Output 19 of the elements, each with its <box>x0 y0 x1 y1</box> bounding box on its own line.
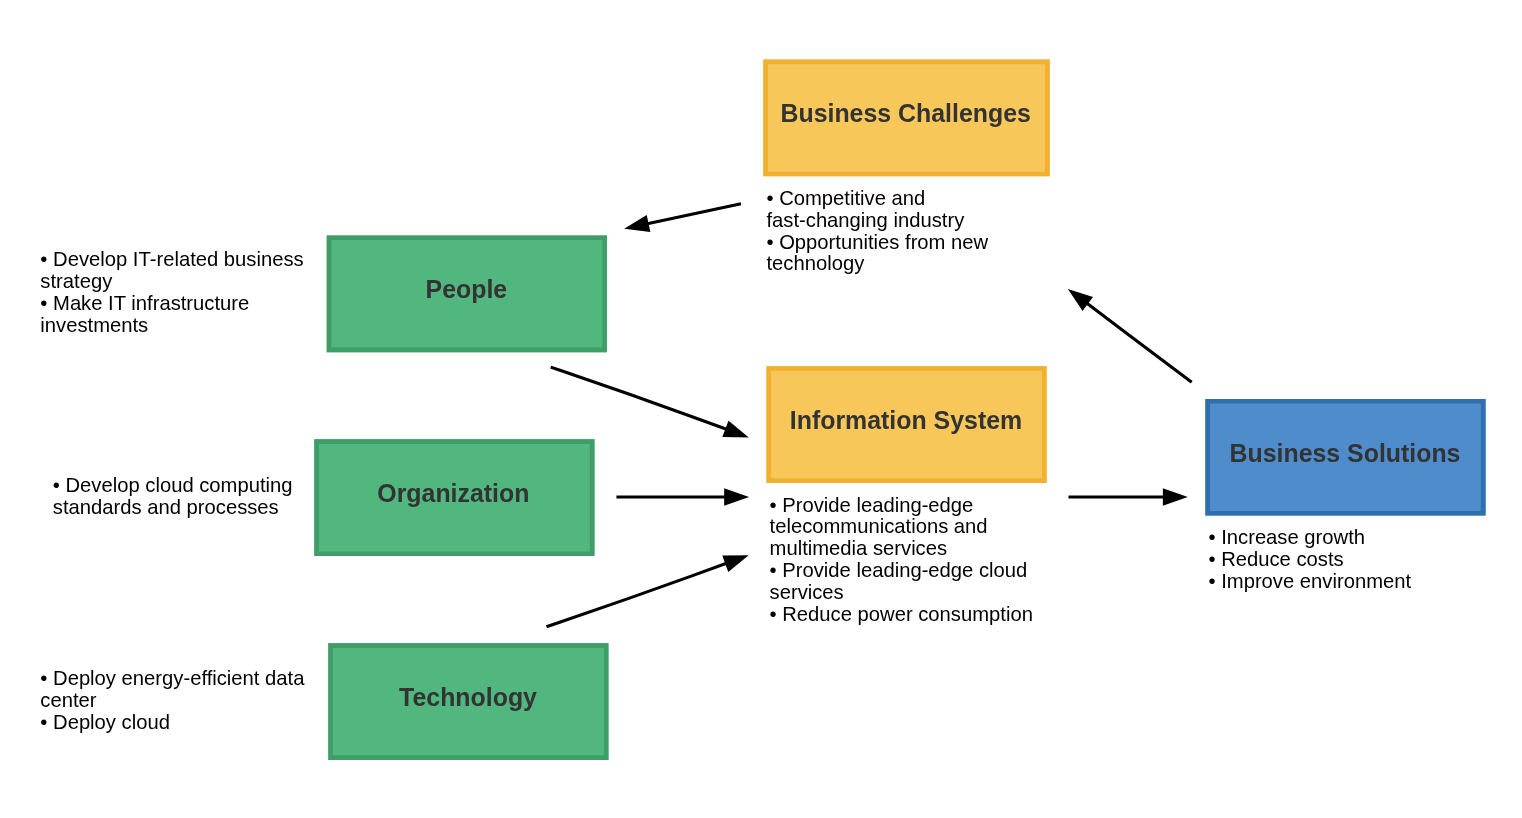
node-label: • Provide leading-edge telecommunications and multimedia services <box>769 493 988 560</box>
arrow <box>616 488 750 506</box>
node-label: • Reduce costs <box>1208 548 1344 571</box>
node-label: • Opportunities from new technology <box>766 230 989 275</box>
arrow <box>1068 488 1188 506</box>
node-label: • Provide leading-edge cloud services <box>769 558 1028 603</box>
node-label: • Make IT infrastructure investments <box>40 292 250 336</box>
node-label: • Competitive and fast-changing industry <box>766 186 965 231</box>
node-label: • Improve environment <box>1208 569 1412 592</box>
node-label: • Increase growth <box>1208 526 1366 549</box>
node-label: • Develop cloud computing standards and processes <box>52 474 293 518</box>
arrow <box>545 555 749 629</box>
arrow <box>624 202 742 232</box>
node-label: • Develop IT-related business strategy <box>40 248 304 293</box>
node-label: • Reduce power consumption <box>769 602 1033 625</box>
node-label: • Deploy cloud <box>40 710 170 733</box>
node-label: • Deploy energy-efficient data center <box>40 667 305 711</box>
arrow <box>550 365 749 438</box>
arrow <box>1067 288 1193 384</box>
